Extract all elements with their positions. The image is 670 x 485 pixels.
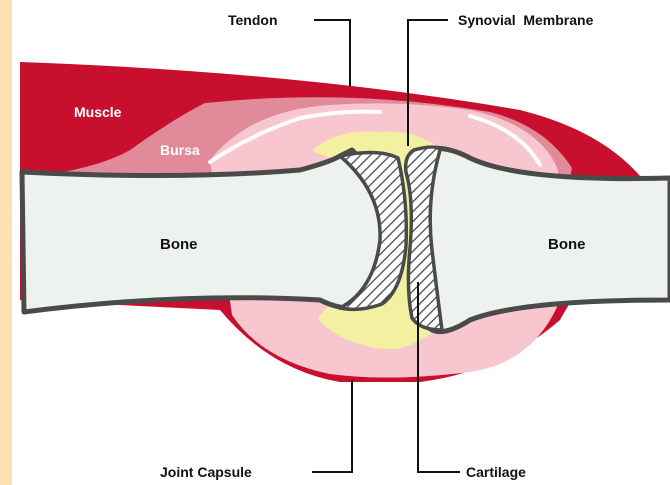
synovial-membrane-label: Synovial Membrane (458, 12, 594, 28)
right-bone-label: Bone (548, 236, 586, 253)
tendon-label: Tendon (228, 12, 278, 28)
joint-capsule-leader-line (312, 380, 352, 472)
left-bone-label: Bone (160, 236, 198, 253)
muscle-label: Muscle (74, 104, 122, 120)
left-edge-strip (0, 0, 12, 485)
left-bone (22, 150, 398, 312)
cartilage-label: Cartilage (466, 464, 526, 480)
bursa-label: Bursa (160, 142, 200, 158)
tendon-leader-line (314, 20, 350, 86)
joint-capsule-label: Joint Capsule (160, 464, 252, 480)
